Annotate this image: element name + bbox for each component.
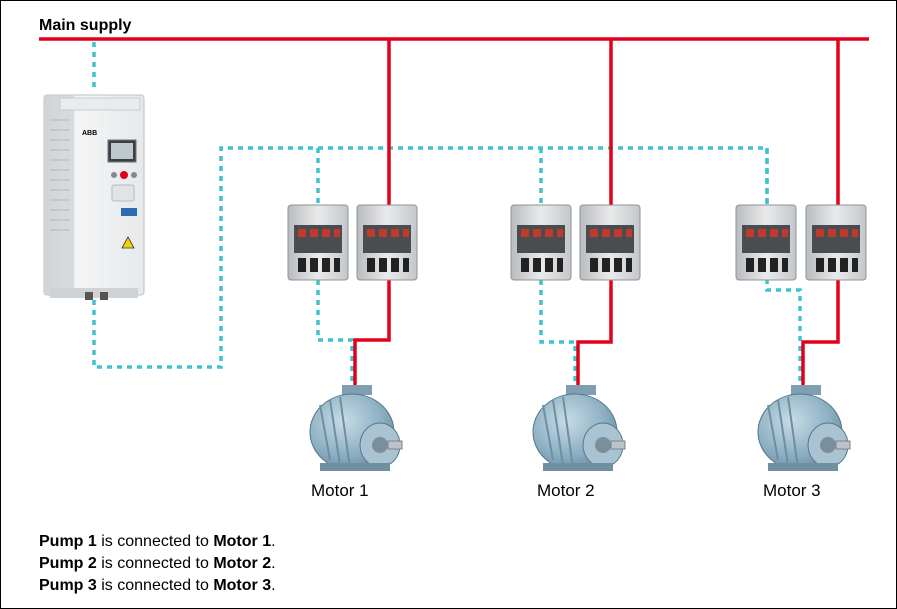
contactor-1a [287,204,349,281]
frequency-drive: ABB [43,94,145,300]
motor-1-label: Motor 1 [311,481,369,500]
contactor-3b-output [801,280,840,390]
drive-brand-logo: ABB [82,130,97,137]
motor-2 [532,385,626,471]
note-text-3: is connected to [96,577,214,594]
drive-output-bus [92,146,802,390]
main-supply-label: Main supply [39,17,132,34]
contactor-2a [510,204,572,281]
motor-3-label: Motor 3 [763,481,821,500]
note-line-1: Pump 1 is connected to Motor 1. [39,531,276,553]
motor-1 [309,385,403,471]
note-end-1: . [271,533,276,550]
control-wiring [92,42,802,390]
drive-blue-badge [121,208,137,216]
note-pump-1: Pump 1 [39,533,97,550]
connection-notes: Pump 1 is connected to Motor 1. Pump 2 i… [39,531,276,597]
note-text-1: is connected to [96,533,214,550]
motor-3 [757,385,851,471]
note-motor-3: Motor 3 [213,577,272,594]
contactor-2b-output [576,280,613,390]
note-pump-2: Pump 2 [39,555,97,572]
contactor-1a-output [316,280,354,390]
note-end-3: . [271,577,276,594]
note-pump-3: Pump 3 [39,577,97,594]
power-wiring [353,39,840,390]
note-motor-1: Motor 1 [213,533,272,550]
note-end-2: . [271,555,276,572]
note-motor-2: Motor 2 [213,555,272,572]
warning-icon [121,236,135,249]
contactor-3b [805,204,867,281]
contactor-1b [356,204,418,281]
drive-start-button [120,171,128,179]
note-line-2: Pump 2 is connected to Motor 2. [39,553,276,575]
note-line-3: Pump 3 is connected to Motor 3. [39,575,276,597]
note-text-2: is connected to [96,555,214,572]
contactor-1b-output [353,280,391,390]
motor-2-label: Motor 2 [537,481,595,500]
contactor-2b [579,204,641,281]
contactor-3a [735,204,797,281]
contactor-2a-output [539,280,577,390]
